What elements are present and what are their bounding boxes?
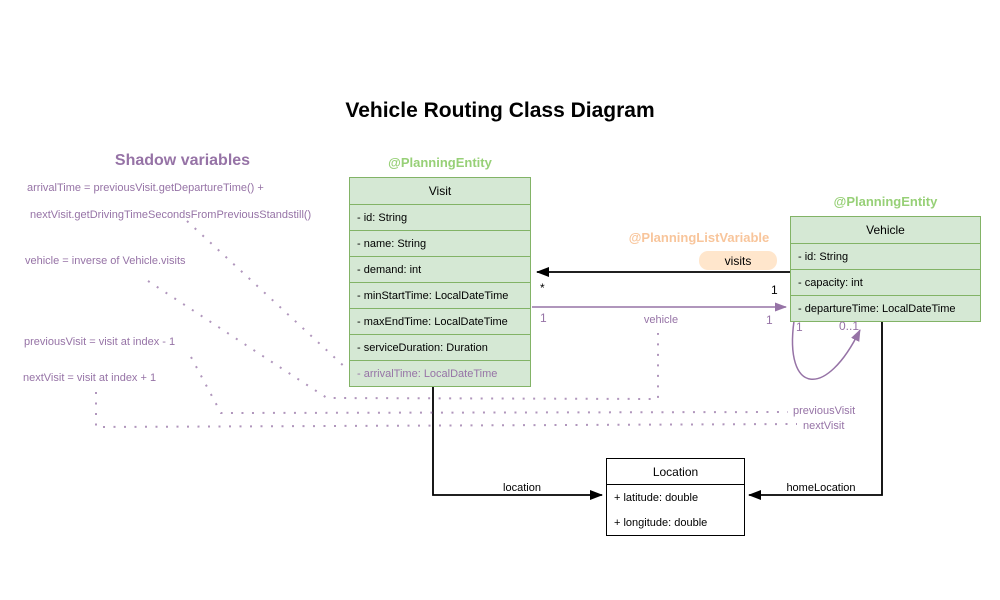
location-field-longitude: + longitude: double	[614, 516, 708, 529]
shadow-note-arrivaltime-1: arrivalTime = previousVisit.getDeparture…	[27, 182, 264, 194]
nextvisit-relation-label: nextVisit	[803, 420, 845, 432]
previousvisit-relation-label: previousVisit	[793, 405, 856, 417]
vehicle-field-capacity: - capacity: int	[791, 269, 980, 295]
visit-field-maxendtime: - maxEndTime: LocalDateTime	[350, 308, 530, 334]
location-association-line	[432, 385, 603, 500]
planning-list-variable-annotation: @PlanningListVariable	[628, 230, 770, 245]
shadow-note-vehicle: vehicle = inverse of Vehicle.visits	[25, 255, 186, 267]
vehicle-relation-label: vehicle	[643, 314, 679, 326]
shadow-note-arrivaltime-2: nextVisit.getDrivingTimeSecondsFromPrevi…	[30, 209, 312, 221]
visits-label-badge: visits	[699, 251, 777, 270]
page-title: Vehicle Routing Class Diagram	[345, 99, 655, 122]
mult-vehicle-visit-side: 1	[540, 311, 547, 325]
visit-annotation: @PlanningEntity	[388, 155, 492, 170]
shadow-note-previousvisit: previousVisit = visit at index - 1	[24, 336, 176, 348]
location-field-latitude: + latitude: double	[614, 491, 699, 504]
visit-field-name: - name: String	[350, 230, 530, 256]
visit-class: Visit - id: String - name: String - dema…	[349, 177, 531, 387]
location-class-name: Location	[607, 459, 744, 485]
homelocation-relation-label: homeLocation	[786, 482, 856, 494]
visit-class-name: Visit	[428, 184, 452, 198]
mult-vehicle-vehicle-side: 1	[766, 313, 773, 327]
visit-field-serviceduration: - serviceDuration: Duration	[350, 334, 530, 360]
mult-visits-star: *	[540, 281, 545, 295]
visit-field-demand: - demand: int	[350, 256, 530, 282]
visit-field-minstarttime: - minStartTime: LocalDateTime	[350, 282, 530, 308]
vehicle-class-name: Vehicle	[866, 223, 905, 237]
vehicle-annotation: @PlanningEntity	[833, 194, 938, 209]
shadow-note-nextvisit: nextVisit = visit at index + 1	[23, 372, 157, 384]
visit-field-arrivaltime: - arrivalTime: LocalDateTime	[350, 360, 530, 386]
shadow-variables-heading: Shadow variables	[114, 152, 251, 169]
vehicle-field-id: - id: String	[791, 243, 980, 269]
visit-field-id: - id: String	[350, 204, 530, 230]
nextvisit-callout-dotted-line	[95, 392, 798, 429]
mult-selfloop-one: 1	[796, 320, 803, 334]
mult-selfloop-zero-one: 0..1	[839, 319, 860, 333]
vehicle-field-departuretime: - departureTime: LocalDateTime	[791, 295, 980, 321]
arrivaltime-callout-dotted-line	[186, 220, 348, 370]
vehicle-class: Vehicle - id: String - capacity: int - d…	[790, 216, 981, 322]
location-class: Location + latitude: double + longitude:…	[606, 458, 745, 536]
mult-visits-one: 1	[771, 283, 778, 297]
location-relation-label: location	[503, 482, 541, 494]
